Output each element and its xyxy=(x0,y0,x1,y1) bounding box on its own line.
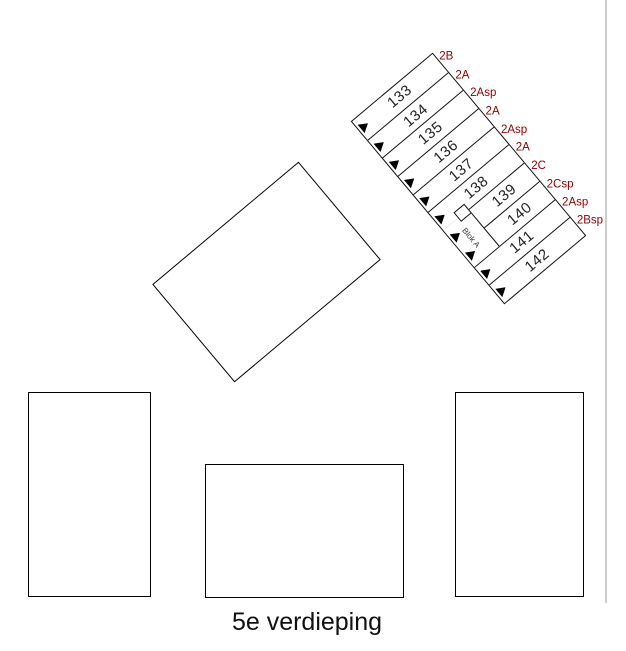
page-edge-line xyxy=(605,0,607,603)
floor-caption: 5e verdieping xyxy=(231,608,383,636)
unit-type-label: 2A xyxy=(455,69,470,82)
unit-entrance-arrow-icon xyxy=(404,174,418,188)
unit-entrance-arrow-icon xyxy=(358,119,372,133)
building-outline-bottom-right xyxy=(455,392,584,597)
block-a-label: Blok A xyxy=(460,226,482,250)
unit-entrance-arrow-icon xyxy=(373,138,387,152)
unit-type-label: 2Csp xyxy=(546,178,574,191)
unit-type-label: 2A xyxy=(485,105,500,118)
unit-type-label: 2Asp xyxy=(561,196,588,209)
unit-entrance-arrow-icon xyxy=(434,210,448,224)
building-outline-bottom-center xyxy=(205,464,404,598)
unit-type-label: 2C xyxy=(531,160,546,173)
unit-type-label: 2B xyxy=(439,50,454,63)
unit-entrance-arrow-icon xyxy=(480,265,494,279)
building-outline-bottom-left xyxy=(28,392,151,597)
unit-entrance-arrow-icon xyxy=(389,156,403,170)
unit-type-label: 2Asp xyxy=(500,123,528,136)
unit-entrance-arrow-icon xyxy=(495,283,509,297)
unit-type-label: 2Asp xyxy=(470,87,497,100)
unit-entrance-arrow-icon xyxy=(419,192,433,206)
unit-type-label: 2Bsp xyxy=(576,214,604,227)
unit-type-label: 2A xyxy=(516,141,531,154)
building-outline-rotated xyxy=(152,161,381,383)
